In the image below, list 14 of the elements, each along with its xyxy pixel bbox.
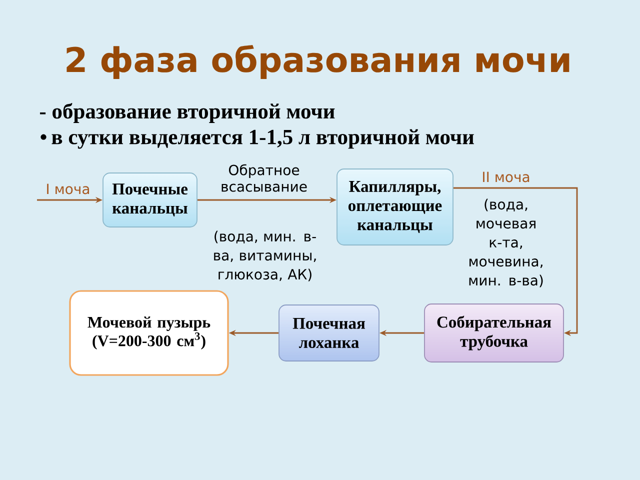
note-text: (вода, мин. в-ва, витамины, глюкоза, АК) xyxy=(214,230,316,282)
edge-label: I моча xyxy=(47,184,89,194)
note-text: (вода, мочевая к-та, мочевина, мин. в-ва) xyxy=(469,198,543,288)
arrow xyxy=(453,187,578,336)
title: 2 фаза образования мочи xyxy=(66,45,570,80)
process-box: Почечные канальцы xyxy=(102,172,198,228)
process-box: Капилляры, оплетающие канальцы xyxy=(336,168,454,246)
bullet-text: - образование вторичной мочи xyxy=(40,103,335,123)
process-box: Мочевой пузырь (V=200-300 см$^{3}$) xyxy=(69,290,229,376)
process-box: Почечная лоханка xyxy=(278,304,380,362)
bullet-text: в сутки выделяется 1-1,5 л вторичной мочи xyxy=(52,129,474,149)
edge-label: II моча xyxy=(483,172,530,182)
edge-label: Обратное всасывание xyxy=(222,164,307,192)
process-box: Собирательная трубочка xyxy=(424,304,564,362)
